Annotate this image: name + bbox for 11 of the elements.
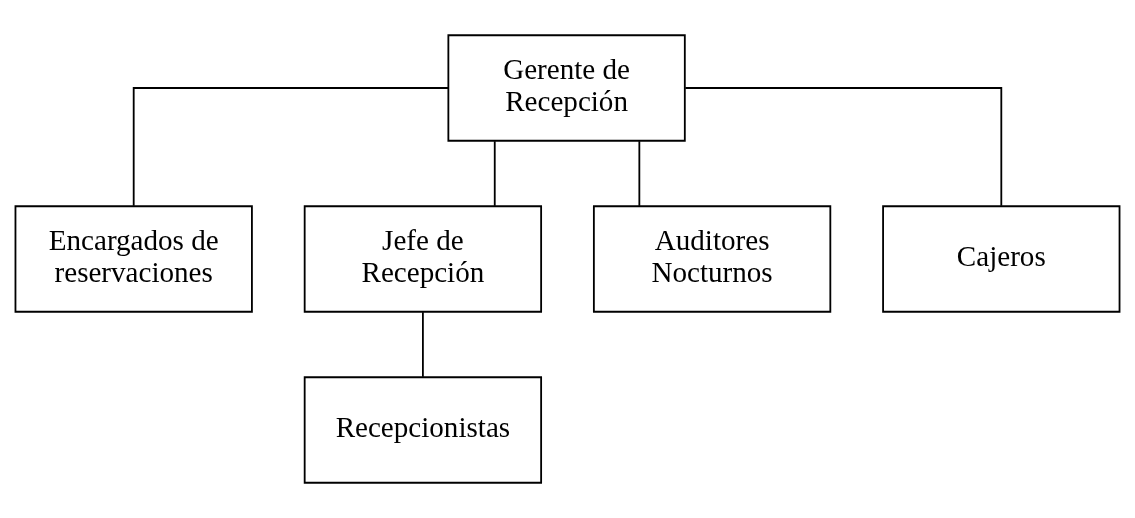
connector bbox=[493, 140, 496, 207]
node-box: Auditores Nocturnos bbox=[592, 205, 832, 313]
node-box: Jefe de Recepción bbox=[303, 205, 543, 313]
connector bbox=[422, 311, 424, 378]
node-box: Recepcionistas bbox=[303, 376, 543, 484]
node-box: Gerente de Recepción bbox=[447, 34, 686, 142]
node-box: Cajeros bbox=[882, 205, 1121, 313]
connector bbox=[638, 140, 641, 207]
connector bbox=[132, 87, 450, 207]
connector bbox=[684, 87, 1003, 207]
node-box: Encargados de reservaciones bbox=[14, 205, 253, 313]
